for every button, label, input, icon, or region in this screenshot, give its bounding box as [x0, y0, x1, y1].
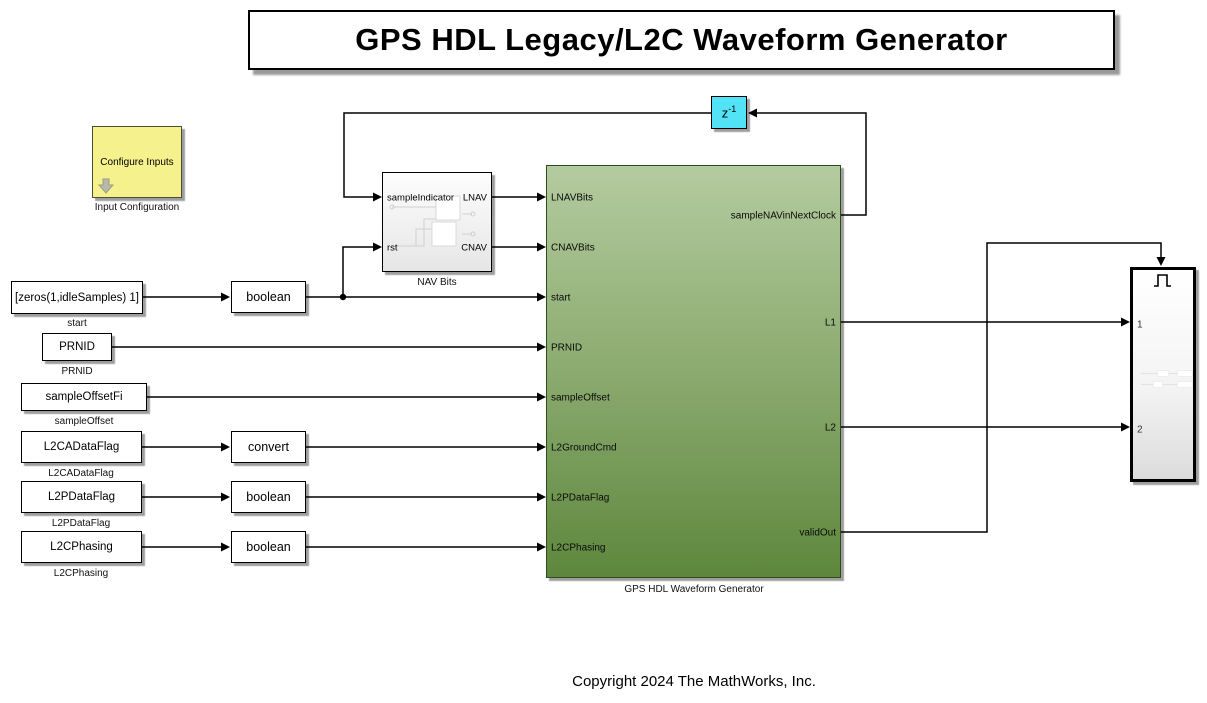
model-title: GPS HDL Legacy/L2C Waveform Generator [355, 22, 1008, 57]
wire-prnid[interactable] [112, 342, 546, 352]
gen-port-samplenavinnextclock: sampleNAVinNextClock [730, 210, 836, 222]
scope-port-2: 2 [1137, 424, 1143, 436]
source-l2cadataflag-label: L2CADataFlag [48, 468, 114, 479]
wire-feedback-to-delay[interactable] [748, 108, 867, 216]
generator-label: GPS HDL Waveform Generator [624, 584, 764, 595]
nav-port-rst: rst [387, 242, 398, 254]
gen-port-lnavbits: LNAVBits [551, 192, 594, 204]
source-sampleoffset-block[interactable]: sampleOffsetFi [21, 383, 147, 411]
download-arrow-icon [97, 178, 115, 194]
source-l2pdataflag-block[interactable]: L2PDataFlag [21, 481, 142, 513]
wire-l2groundcmd[interactable] [306, 442, 546, 452]
gen-port-cnavbits: CNAVBits [551, 242, 595, 254]
scope-slider-line [1141, 370, 1193, 377]
title-banner: GPS HDL Legacy/L2C Waveform Generator [248, 10, 1115, 70]
nav-port-sampleindicator: sampleIndicator [387, 192, 455, 204]
wire-lnav[interactable] [492, 192, 546, 202]
gen-port-prnid: PRNID [551, 342, 583, 354]
wire-cnav[interactable] [492, 242, 546, 252]
wire-l2cphasing-to-boolean[interactable] [142, 542, 230, 552]
nav-bits-label: NAV Bits [417, 277, 457, 288]
gen-port-l2groundcmd: L2GroundCmd [551, 442, 617, 454]
gen-port-l2cphasing: L2CPhasing [551, 542, 606, 554]
source-l2cadataflag-block[interactable]: L2CADataFlag [21, 431, 142, 463]
scope-slider-line [1141, 381, 1193, 388]
gen-port-validout: validOut [799, 527, 836, 539]
source-start-label: start [67, 318, 87, 329]
boolean-convert-block-3[interactable]: boolean [231, 531, 306, 563]
boolean-convert-block-2[interactable]: boolean [231, 481, 306, 513]
pulse-icon [1154, 274, 1171, 287]
source-prnid-label: PRNID [61, 366, 93, 377]
source-l2cphasing-block[interactable]: L2CPhasing [21, 531, 142, 563]
wire-l1[interactable] [841, 317, 1130, 327]
gen-port-l1: L1 [824, 317, 836, 329]
convert-block[interactable]: convert [231, 431, 306, 463]
config-block-label: Input Configuration [94, 202, 180, 213]
gen-port-start: start [551, 292, 571, 304]
configure-inputs-block[interactable]: Configure Inputs [92, 126, 182, 198]
source-sampleoffset-label: sampleOffset [54, 416, 114, 427]
wire-sampleoffset[interactable] [147, 392, 546, 402]
nav-port-cnav: CNAV [461, 242, 487, 254]
scope-port-1: 1 [1137, 319, 1143, 331]
wire-l2cphasing[interactable] [306, 542, 546, 552]
wire-l2pdataflag-to-boolean[interactable] [142, 492, 230, 502]
wire-start-signal[interactable] [306, 242, 546, 302]
source-start-block[interactable]: [zeros(1,idleSamples) 1] [11, 281, 143, 314]
gen-port-sampleoffset: sampleOffset [551, 392, 610, 404]
boolean-convert-block-1[interactable]: boolean [231, 281, 306, 313]
gen-port-l2: L2 [824, 422, 836, 434]
gen-port-l2pdataflag: L2PDataFlag [551, 492, 610, 504]
configure-inputs-text: Configure Inputs [100, 156, 174, 168]
source-l2pdataflag-label: L2PDataFlag [51, 518, 111, 529]
gps-hdl-waveform-generator-block[interactable]: LNAVBits CNAVBits start PRNID sampleOffs… [546, 165, 841, 578]
delay-symbol: z-1 [721, 104, 737, 121]
copyright-text: Copyright 2024 The MathWorks, Inc. [572, 673, 816, 690]
scope-block[interactable]: 1 2 [1130, 267, 1196, 482]
source-prnid-block[interactable]: PRNID [42, 333, 112, 361]
unit-delay-block[interactable]: z-1 [711, 96, 747, 129]
wire-l2pdataflag[interactable] [306, 492, 546, 502]
nav-bits-subsystem[interactable]: sampleIndicator rst LNAV CNAV [382, 172, 492, 272]
wire-validout[interactable] [841, 242, 1166, 533]
wire-l2[interactable] [841, 422, 1130, 432]
source-l2cphasing-label: L2CPhasing [53, 568, 109, 579]
subsystem-preview [389, 195, 476, 247]
nav-port-lnav: LNAV [462, 192, 487, 204]
wire-start-to-boolean[interactable] [143, 292, 230, 302]
wire-delay-to-sampleindicator[interactable] [343, 112, 711, 202]
wire-l2cadataflag-to-convert[interactable] [142, 442, 230, 452]
